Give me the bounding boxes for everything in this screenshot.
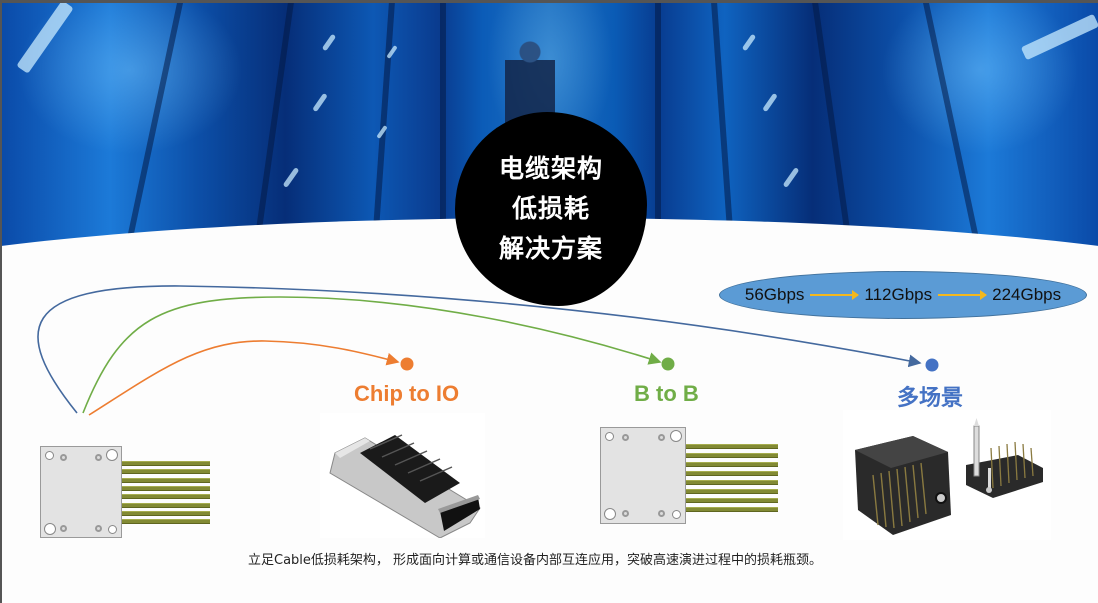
cable-trace [686, 453, 778, 458]
cable-trace [122, 478, 210, 483]
speed-step-112: 112Gbps [864, 285, 933, 304]
label-multi-scenario: 多场景 [897, 385, 964, 410]
screw [658, 434, 665, 441]
cable-trace [122, 469, 210, 474]
footer-description: 立足Cable低损耗架构， 形成面向计算或通信设备内部互连应用，突破高速演进过程… [248, 553, 823, 568]
cable-trace [122, 503, 210, 508]
cable-trace [122, 511, 210, 516]
backplane-connector-photo [843, 410, 1051, 540]
speed-step-224: 224Gbps [992, 285, 1062, 304]
mount-hole [45, 451, 54, 460]
label-b-to-b: B to B [634, 381, 699, 406]
arrow-right-icon [938, 290, 988, 300]
cable-trace [686, 462, 778, 467]
screw [622, 434, 629, 441]
label-chip-to-io: Chip to IO [354, 381, 460, 406]
cable-trace [686, 480, 778, 485]
mount-hole [108, 525, 117, 534]
endpoint-dot-chip-to-io [400, 357, 414, 371]
cable-trace [122, 519, 210, 524]
title-line-3: 解决方案 [498, 234, 603, 263]
top-border [0, 0, 1098, 3]
endpoint-dot-b-to-b [661, 357, 675, 371]
b-to-b-chip-with-cables [600, 427, 780, 524]
rack-edge [655, 0, 661, 260]
cable-trace [686, 507, 778, 512]
screw [60, 454, 67, 461]
endpoint-dot-multi-scenario [925, 358, 939, 372]
mount-hole [605, 432, 614, 441]
cable-trace [686, 444, 778, 449]
title-badge: 电缆架构 低损耗 解决方案 [455, 112, 647, 306]
chip-body [600, 427, 686, 524]
screw [622, 510, 629, 517]
mount-hole [604, 508, 616, 520]
mount-hole [672, 510, 681, 519]
cable-trace [686, 489, 778, 494]
arrow-right-icon [810, 290, 860, 300]
speed-roadmap: 56Gbps 112Gbps 224Gbps [719, 271, 1087, 319]
mount-hole [44, 523, 56, 535]
mount-hole [106, 449, 118, 461]
title-line-2: 低损耗 [511, 194, 590, 223]
cable-trace [686, 471, 778, 476]
chip-body [40, 446, 122, 538]
speed-step-56: 56Gbps [744, 285, 805, 304]
screw [60, 525, 67, 532]
cable-trace [686, 498, 778, 503]
screw [95, 454, 102, 461]
cable-trace [122, 494, 210, 499]
title-line-1: 电缆架构 [498, 154, 603, 183]
source-chip-with-cables [40, 446, 212, 538]
curve-chip-to-io [88, 340, 400, 416]
screw [95, 525, 102, 532]
left-border [0, 0, 2, 603]
qsfp-cage-connector-photo [320, 413, 485, 539]
mount-hole [670, 430, 682, 442]
cable-trace [122, 461, 210, 466]
rack-edge [440, 0, 446, 260]
screw [658, 510, 665, 517]
cable-trace [122, 486, 210, 491]
